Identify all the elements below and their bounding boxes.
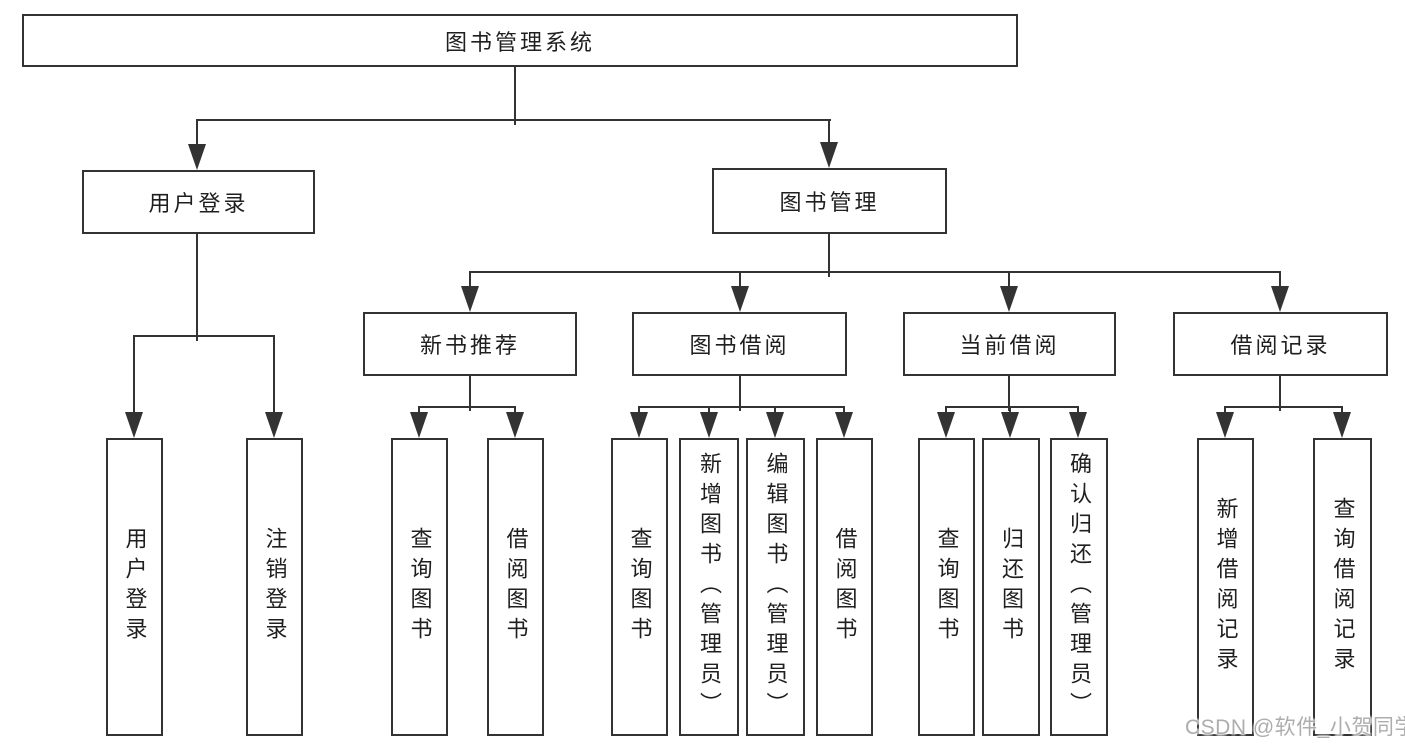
arrow-down-icon bbox=[820, 142, 838, 168]
arrow-down-icon bbox=[700, 412, 718, 438]
connector-drop bbox=[739, 271, 741, 288]
leaf-nb-borrow-book-label: 借阅图书 bbox=[503, 527, 529, 647]
connector-drop bbox=[1008, 271, 1010, 288]
node-current-borrow-label: 当前借阅 bbox=[959, 333, 1060, 358]
arrow-down-icon bbox=[630, 412, 648, 438]
node-borrow-record-label: 借阅记录 bbox=[1230, 333, 1331, 358]
arrow-down-icon bbox=[125, 412, 143, 438]
connector-drop bbox=[469, 271, 471, 288]
leaf-bb-edit-book-admin-label: 编辑图书（管理员） bbox=[763, 452, 789, 722]
arrow-down-icon bbox=[506, 412, 524, 438]
arrow-down-icon bbox=[1216, 412, 1234, 438]
leaf-logout: 注销登录 bbox=[246, 438, 303, 736]
arrow-down-icon bbox=[410, 412, 428, 438]
arrow-down-icon bbox=[835, 412, 853, 438]
connector-root-stem bbox=[514, 66, 516, 125]
leaf-cb-query-book: 查询图书 bbox=[918, 438, 975, 736]
leaf-br-query-record-label: 查询借阅记录 bbox=[1330, 497, 1356, 677]
leaf-bb-add-book-admin: 新增图书（管理员） bbox=[679, 438, 739, 736]
arrow-down-icon bbox=[937, 412, 955, 438]
connector-drop bbox=[418, 406, 420, 414]
arrow-down-icon bbox=[1000, 286, 1018, 312]
node-user-login-label: 用户登录 bbox=[148, 191, 249, 216]
connector-user-login-stem bbox=[196, 234, 198, 341]
arrow-down-icon bbox=[1271, 286, 1289, 312]
arrow-down-icon bbox=[766, 412, 784, 438]
leaf-bb-query-book-label: 查询图书 bbox=[627, 527, 653, 647]
leaf-cb-return-book: 归还图书 bbox=[982, 438, 1040, 736]
leaf-bb-add-book-admin-label: 新增图书（管理员） bbox=[697, 452, 722, 722]
node-user-login: 用户登录 bbox=[82, 170, 315, 234]
arrow-down-icon bbox=[188, 144, 206, 170]
connector-drop bbox=[1341, 406, 1343, 414]
connector-borrow-record-stem bbox=[1279, 376, 1281, 411]
connector-book-mgmt-branch bbox=[469, 271, 1281, 273]
arrow-down-icon bbox=[265, 412, 283, 438]
leaf-cb-confirm-return-admin: 确认归还（管理员） bbox=[1050, 438, 1108, 736]
arrow-down-icon bbox=[461, 286, 479, 312]
leaf-cb-confirm-return-admin-label: 确认归还（管理员） bbox=[1067, 452, 1092, 722]
arrow-down-icon bbox=[731, 286, 749, 312]
connector-drop bbox=[1077, 406, 1079, 414]
leaf-bb-borrow-book-label: 借阅图书 bbox=[832, 527, 858, 647]
arrow-down-icon bbox=[1069, 412, 1087, 438]
node-book-mgmt-label: 图书管理 bbox=[779, 190, 880, 215]
connector-current-borrow-stem bbox=[1008, 376, 1010, 411]
leaf-br-add-record: 新增借阅记录 bbox=[1197, 438, 1254, 736]
leaf-nb-query-book-label: 查询图书 bbox=[407, 527, 433, 647]
csdn-watermark: CSDN @软件_小贺同学 bbox=[1185, 716, 1405, 739]
connector-drop bbox=[514, 406, 516, 414]
connector-drop bbox=[828, 119, 830, 144]
connector-drop bbox=[1224, 406, 1226, 414]
connector-book-mgmt-stem bbox=[828, 234, 830, 277]
leaf-bb-borrow-book: 借阅图书 bbox=[816, 438, 873, 736]
node-borrow-record: 借阅记录 bbox=[1173, 312, 1388, 376]
connector-drop bbox=[196, 119, 198, 146]
connector-drop bbox=[133, 335, 135, 414]
leaf-logout-label: 注销登录 bbox=[262, 527, 288, 647]
connector-current-borrow-branch bbox=[945, 406, 1079, 408]
leaf-br-query-record: 查询借阅记录 bbox=[1313, 438, 1372, 736]
node-book-borrow: 图书借阅 bbox=[632, 312, 847, 376]
connector-drop bbox=[1009, 406, 1011, 414]
connector-drop bbox=[273, 335, 275, 414]
connector-book-borrow-branch bbox=[638, 406, 845, 408]
connector-user-login-branch bbox=[133, 335, 275, 337]
connector-drop bbox=[843, 406, 845, 414]
leaf-user-login-label: 用户登录 bbox=[122, 527, 148, 647]
connector-book-borrow-stem bbox=[739, 376, 741, 411]
node-root-label: 图书管理系统 bbox=[444, 29, 595, 55]
arrow-down-icon bbox=[1333, 412, 1351, 438]
leaf-cb-query-book-label: 查询图书 bbox=[934, 527, 960, 647]
connector-borrow-record-branch bbox=[1224, 406, 1342, 408]
leaf-bb-edit-book-admin: 编辑图书（管理员） bbox=[746, 438, 805, 736]
node-current-borrow: 当前借阅 bbox=[903, 312, 1116, 376]
connector-drop bbox=[708, 406, 710, 414]
connector-new-book-branch bbox=[418, 406, 516, 408]
leaf-br-add-record-label: 新增借阅记录 bbox=[1213, 497, 1239, 677]
node-book-borrow-label: 图书借阅 bbox=[689, 333, 790, 358]
connector-drop bbox=[945, 406, 947, 414]
node-new-book-rec: 新书推荐 bbox=[363, 312, 577, 376]
leaf-bb-query-book: 查询图书 bbox=[611, 438, 668, 736]
connector-drop bbox=[774, 406, 776, 414]
connector-new-book-stem bbox=[469, 376, 471, 411]
leaf-user-login: 用户登录 bbox=[106, 438, 163, 736]
arrow-down-icon bbox=[1001, 412, 1019, 438]
node-new-book-rec-label: 新书推荐 bbox=[419, 333, 520, 358]
connector-root-branch bbox=[196, 119, 831, 121]
node-book-mgmt: 图书管理 bbox=[712, 168, 947, 234]
leaf-cb-return-book-label: 归还图书 bbox=[999, 527, 1024, 647]
connector-drop bbox=[638, 406, 640, 414]
node-root: 图书管理系统 bbox=[22, 14, 1018, 67]
leaf-nb-query-book: 查询图书 bbox=[391, 438, 448, 736]
connector-drop bbox=[1279, 271, 1281, 288]
leaf-nb-borrow-book: 借阅图书 bbox=[487, 438, 544, 736]
